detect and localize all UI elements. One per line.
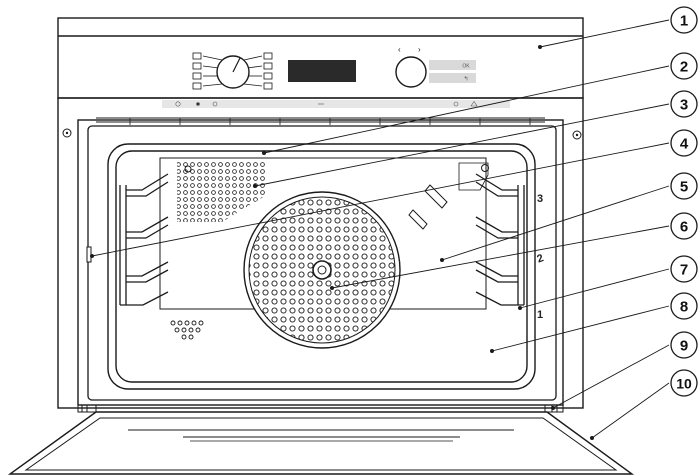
control-display — [288, 60, 356, 82]
right-back-wall — [408, 162, 489, 230]
top-rail — [96, 117, 545, 125]
right-arrow-icon: › — [418, 45, 421, 54]
callout-9: 9 — [670, 331, 698, 359]
back-button[interactable] — [429, 73, 476, 83]
svg-text:2: 2 — [680, 59, 688, 76]
door-hinge-left — [77, 404, 97, 413]
shelf-level-2: 2 — [535, 252, 545, 265]
shelf-level-3: 3 — [537, 193, 543, 205]
side-screw-left — [62, 128, 72, 138]
control-panel: ‹ › OK ↰ — [162, 45, 510, 108]
shelf-level-1: 1 — [537, 309, 543, 321]
function-selector-group — [192, 52, 273, 90]
svg-text:7: 7 — [680, 262, 688, 279]
ok-button[interactable] — [429, 60, 476, 70]
svg-text:9: 9 — [680, 338, 688, 355]
back-wall-holes-lower — [170, 320, 204, 340]
callout-8: 8 — [670, 292, 698, 320]
svg-text:5: 5 — [680, 179, 688, 196]
left-arrow-icon: ‹ — [398, 45, 401, 54]
svg-text:1: 1 — [680, 13, 688, 30]
door-seal — [87, 125, 557, 401]
door-contact-left — [86, 246, 92, 263]
shelf-runners-left — [119, 173, 169, 306]
oven-cavity — [107, 143, 536, 390]
callout-7: 7 — [670, 255, 698, 283]
callout-6: 6 — [670, 212, 698, 240]
svg-text:10: 10 — [676, 376, 692, 392]
svg-text:3: 3 — [680, 97, 688, 114]
side-screw-right — [572, 130, 582, 140]
back-button-label: ↰ — [463, 76, 468, 83]
callout-5: 5 — [670, 172, 698, 200]
touch-bar-icons — [175, 100, 478, 107]
oven-housing — [57, 17, 584, 409]
fan-cover — [243, 191, 401, 349]
temperature-knob[interactable] — [395, 56, 427, 88]
ok-button-label: OK — [462, 64, 470, 70]
svg-text:8: 8 — [680, 299, 688, 316]
svg-text:4: 4 — [680, 136, 689, 153]
touch-bar — [162, 100, 510, 108]
callout-3: 3 — [670, 90, 698, 118]
callout-2: 2 — [670, 52, 698, 80]
svg-text:6: 6 — [680, 219, 688, 236]
callout-10: 10 — [670, 369, 698, 397]
shelf-runners-right — [475, 173, 525, 306]
oven-door — [7, 411, 635, 475]
callout-1: 1 — [670, 6, 698, 34]
callout-4: 4 — [670, 129, 698, 157]
callout-target-dots — [90, 45, 594, 440]
callout-leader-lines — [91, 19, 670, 439]
